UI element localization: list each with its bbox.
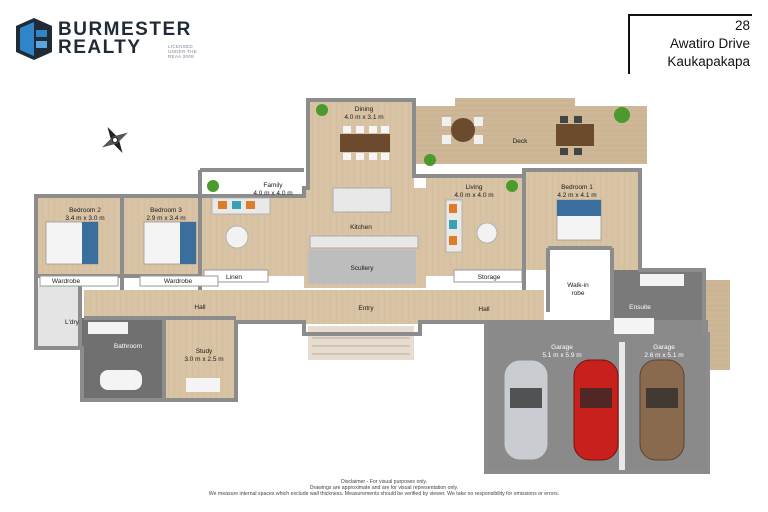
label-bathroom: Bathroom — [114, 343, 142, 350]
living-cushions — [449, 204, 457, 245]
room-labels: Dining 4.0 m x 3.1 m Deck Family 4.0 m x… — [52, 106, 684, 363]
bathroom-vanity — [88, 322, 128, 334]
label-garage1-dims: 5.1 m x 5.9 m — [542, 352, 581, 359]
disclaimer-line1: Disclaimer - For visual purposes only. — [340, 479, 428, 485]
bedroom1-blanket — [557, 200, 601, 216]
label-wardrobe3: Wardrobe — [164, 278, 193, 285]
label-kitchen: Kitchen — [350, 224, 372, 231]
bathroom-bath — [100, 370, 142, 390]
car-silver — [503, 359, 549, 461]
brand-name: BURMESTER REALTY — [58, 19, 192, 58]
licence-line1: LICENSED — [168, 44, 193, 49]
car-red — [573, 359, 619, 461]
label-dining-dims: 4.0 m x 3.1 m — [344, 114, 383, 121]
deck-round-chairs — [442, 117, 483, 144]
car-bronze — [639, 359, 685, 461]
label-living-dims: 4.0 m x 4.0 m — [454, 192, 493, 199]
laundry-floor — [36, 286, 80, 346]
label-entry: Entry — [358, 305, 374, 312]
label-hall-left: Hall — [194, 304, 206, 311]
deck-area — [413, 106, 647, 164]
address-suburb: Kaukapakapa — [667, 54, 750, 69]
wardrobe2-cupboard — [39, 275, 119, 287]
licence-line3: REAA 2008 — [168, 54, 194, 59]
licence-line2: UNDER THE — [168, 49, 197, 54]
label-deck: Deck — [513, 138, 529, 145]
kitchen-island — [332, 187, 392, 213]
label-walkin-line1: Walk-in — [567, 282, 589, 289]
label-family-dims: 4.0 m x 4.0 m — [253, 190, 292, 197]
storage-cupboard — [453, 269, 523, 283]
brand-name-line1: BURMESTER — [58, 19, 192, 40]
disclaimer: Disclaimer - For visual purposes only. D… — [0, 479, 768, 497]
label-dining: Dining — [355, 106, 374, 113]
address-street: Awatiro Drive — [669, 36, 750, 51]
address-block: 28 Awatiro Drive Kaukapakapa — [628, 14, 754, 76]
car-windows — [510, 388, 678, 408]
entry-porch — [308, 326, 414, 360]
plant-dining — [316, 104, 328, 116]
label-walkin-line2: robe — [571, 290, 584, 297]
living-floor — [426, 176, 524, 276]
label-laundry: L'dry — [65, 319, 80, 326]
label-garage1: Garage — [551, 344, 573, 351]
label-garage2-dims: 2.6 m x 5.1 m — [644, 352, 683, 359]
label-storage: Storage — [478, 274, 501, 281]
living-coffee-table — [476, 222, 498, 244]
brand-logo: BURMESTER REALTY LICENSED UNDER THE REAA… — [16, 18, 206, 64]
dining-table — [340, 134, 390, 152]
disclaimer-line3: We measure internal spaces which exclude… — [208, 491, 560, 497]
address-frame-top — [628, 14, 752, 16]
label-bedroom2-dims: 3.4 m x 3.0 m — [65, 215, 104, 222]
label-living: Living — [466, 184, 483, 191]
deck-long-chairs — [560, 116, 582, 155]
address-number: 28 — [734, 18, 750, 33]
ensuite-vanity — [640, 274, 684, 286]
plant-deck — [614, 107, 630, 123]
ensuite-shower — [614, 318, 654, 334]
entry-steps — [312, 337, 410, 355]
deck-long-table — [556, 124, 594, 146]
plant-deck-left — [424, 154, 436, 166]
label-study: Study — [196, 348, 213, 355]
disclaimer-line2: Drawings are approximate and are for vis… — [309, 485, 459, 491]
label-study-dims: 3.0 m x 2.5 m — [184, 356, 223, 363]
north-arrow-icon — [102, 127, 128, 153]
deck-step — [455, 98, 575, 108]
plant-living — [506, 180, 518, 192]
label-bedroom2: Bedroom 2 — [69, 207, 101, 214]
brand-licence: LICENSED UNDER THE REAA 2008 — [168, 44, 224, 59]
dining-chairs — [343, 126, 389, 160]
label-bedroom3-dims: 2.9 m x 3.4 m — [146, 215, 185, 222]
walls — [34, 98, 710, 474]
kitchen-bench — [309, 235, 419, 249]
family-cushions — [218, 201, 255, 209]
label-family: Family — [263, 182, 283, 189]
address-frame-left — [628, 14, 630, 74]
label-bedroom3: Bedroom 3 — [150, 207, 182, 214]
deck-round-table — [451, 118, 475, 142]
label-linen: Linen — [226, 274, 242, 281]
garage-divider — [619, 342, 625, 472]
label-scullery: Scullery — [350, 265, 374, 272]
label-hall-right: Hall — [478, 306, 490, 313]
label-bedroom1-dims: 4.2 m x 4.1 m — [557, 192, 596, 199]
label-wardrobe2: Wardrobe — [52, 278, 81, 285]
bedroom3-blanket — [180, 222, 196, 264]
bedroom2-blanket — [82, 222, 98, 264]
label-ensuite: Ensuite — [629, 304, 651, 311]
label-garage2: Garage — [653, 344, 675, 351]
burmester-logo-icon — [16, 18, 52, 60]
plant-family — [207, 180, 219, 192]
scullery-area — [308, 250, 416, 284]
study-desk — [186, 378, 220, 392]
wardrobe3-cupboard — [139, 275, 219, 287]
walkin-floor — [548, 248, 612, 310]
family-coffee-table — [225, 225, 249, 249]
brand-name-line2: REALTY — [58, 37, 142, 58]
label-bedroom1: Bedroom 1 — [561, 184, 593, 191]
